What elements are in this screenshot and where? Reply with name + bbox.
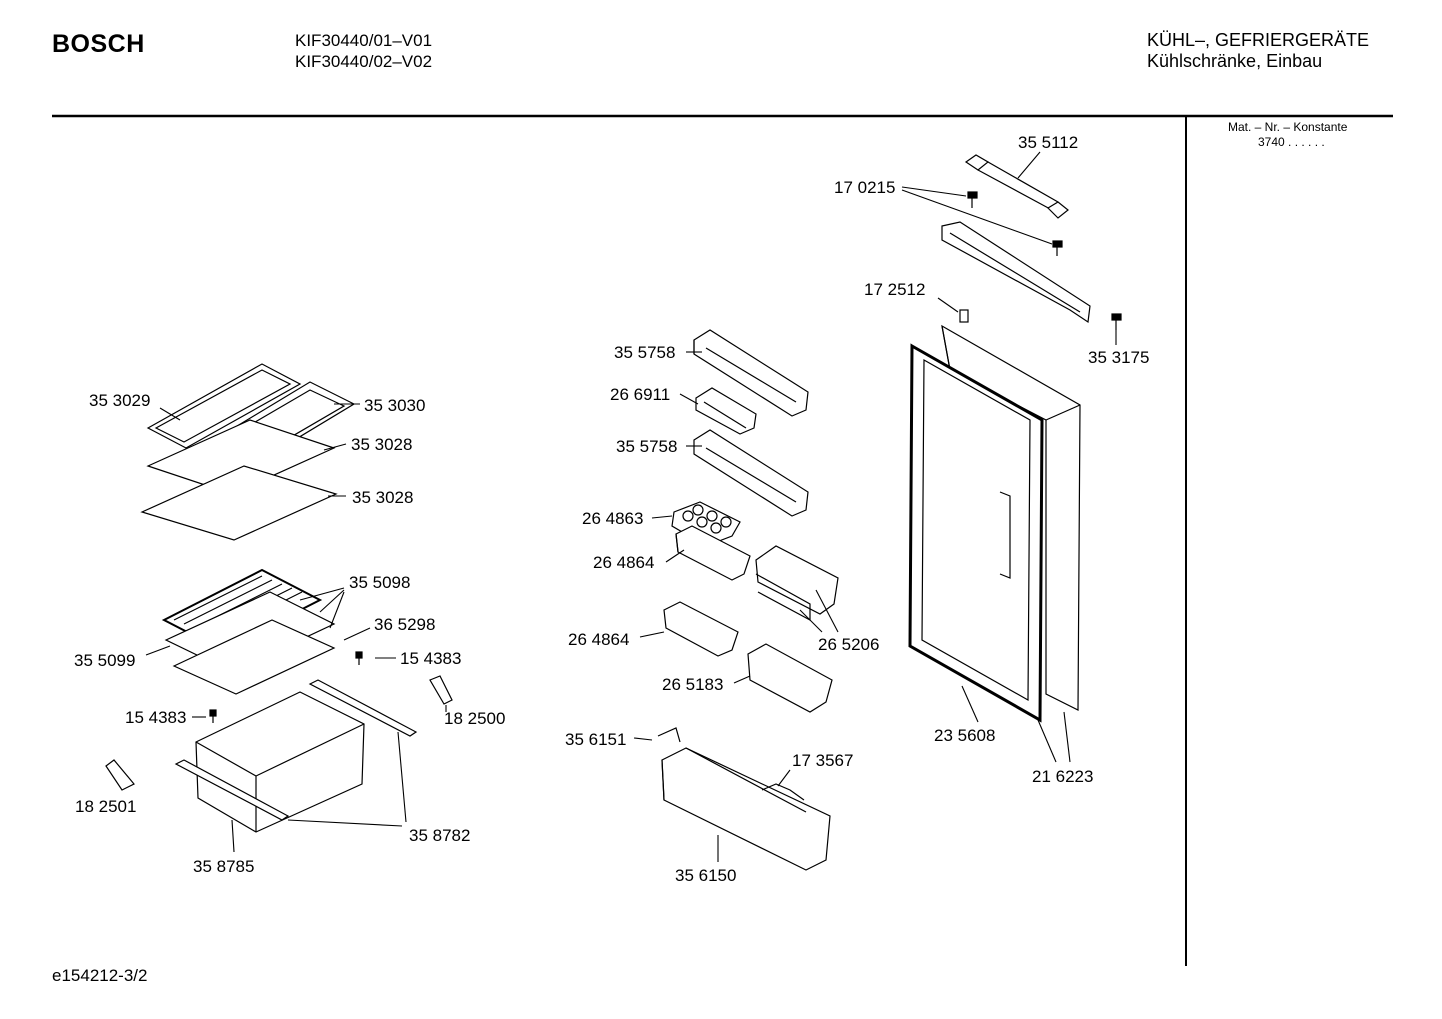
part-door-bracket [941,221,1091,324]
part-bin-264864-b [663,601,739,657]
brand-logo: BOSCH [52,30,145,58]
part-screw-353175 [1111,313,1122,330]
part-glass-shelf-353029 [146,363,302,449]
part-drawer [195,691,365,833]
ref-182500: 18 2500 [444,709,506,728]
model-number-2: KIF30440/02–V02 [295,52,433,71]
part-holder-266911 [695,387,757,435]
part-glass-shelf-353028-b [140,465,338,541]
ref-355098: 35 5098 [349,573,411,592]
ref-216223: 21 6223 [1032,767,1094,786]
part-pin-154383 [209,651,363,723]
ref-266911: 26 6911 [610,385,671,404]
ref-154383-a: 15 4383 [400,649,462,668]
ref-355099: 35 5099 [74,651,136,670]
ref-353028-b: 35 3028 [352,488,414,507]
ref-172512: 17 2512 [864,280,926,299]
ref-355112: 35 5112 [1018,133,1079,152]
leader-lines [145,151,1117,862]
mat-nr-value: 3740 . . . . . . [1258,135,1325,149]
drawing-id: e154212-3/2 [52,966,148,985]
part-clip-173567 [761,783,805,801]
category-subtitle: Kühlschränke, Einbau [1147,51,1323,71]
ref-235608: 23 5608 [934,726,996,745]
part-bracket-182500 [429,675,453,705]
ref-356150: 35 6150 [675,866,737,885]
ref-265183: 26 5183 [662,675,724,694]
part-rail-358782 [174,679,418,821]
part-door-gasket [908,343,1044,723]
part-screw-170215 [967,191,1063,256]
ref-358782: 35 8782 [409,826,471,845]
ref-154383-b: 15 4383 [125,708,187,727]
ref-355758-b: 35 5758 [616,437,678,456]
part-bracket-182501 [105,759,135,791]
model-number-1: KIF30440/01–V01 [295,31,433,50]
part-bin-264864-a [675,525,751,581]
ref-353029: 35 3029 [89,391,151,410]
ref-173567: 17 3567 [792,751,854,770]
ref-264863: 26 4863 [582,509,644,528]
part-rail-356151 [657,727,681,743]
ref-358785: 35 8785 [193,857,255,876]
ref-264864-a: 26 4864 [593,553,655,572]
ref-355758-a: 35 5758 [614,343,676,362]
part-bin-265206 [755,545,839,622]
ref-265206: 26 5206 [818,635,880,654]
part-clip-172512 [959,309,969,323]
mat-nr-label: Mat. – Nr. – Konstante [1228,120,1348,134]
ref-356151: 35 6151 [565,730,627,749]
ref-170215: 17 0215 [834,178,896,197]
ref-182501: 18 2501 [75,797,137,816]
ref-365298: 36 5298 [374,615,436,634]
part-hinge-bar [964,154,1069,219]
ref-353175: 35 3175 [1088,348,1150,367]
part-bin-265183 [747,643,833,713]
category-title: KÜHL–, GEFRIERGERÄTE [1147,30,1370,50]
part-shelf-355758-b [693,429,809,517]
ref-353030: 35 3030 [364,396,426,415]
ref-264864-b: 26 4864 [568,630,630,649]
ref-353028-a: 35 3028 [351,435,413,454]
part-frame-365298 [164,591,336,695]
part-large-bin [661,747,831,871]
